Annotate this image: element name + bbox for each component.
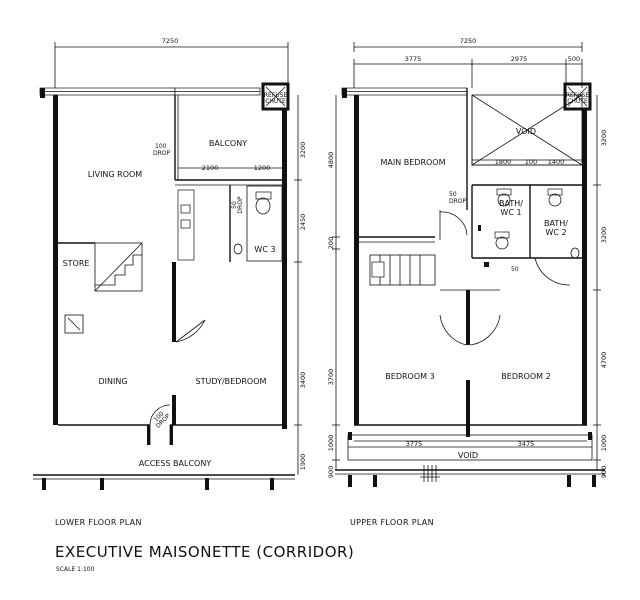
svg-text:3200: 3200: [600, 130, 608, 147]
lower-left-wall: [53, 95, 58, 425]
svg-text:REFUSE: REFUSE: [566, 92, 590, 99]
upper-bath-wc1-label: BATH/: [499, 199, 523, 208]
lower-top-dimension: 7250: [54, 37, 289, 88]
upper-bath-wc2-label: BATH/: [544, 219, 568, 228]
svg-text:4800: 4800: [327, 152, 335, 169]
svg-text:2975: 2975: [511, 55, 528, 63]
upper-top-dimensions: 7250 3775 2975 500: [353, 37, 583, 88]
lower-study-label: STUDY/BEDROOM: [196, 377, 267, 386]
svg-text:REFUSE: REFUSE: [264, 92, 288, 99]
svg-text:200: 200: [327, 237, 335, 249]
svg-text:7250: 7250: [460, 37, 477, 45]
svg-text:2100: 2100: [202, 164, 219, 172]
upper-bedroom3-label: BEDROOM 3: [385, 372, 434, 381]
svg-text:CHUTE: CHUTE: [265, 98, 286, 105]
svg-text:DROP: DROP: [449, 198, 467, 205]
lower-dining-label: DINING: [98, 377, 127, 386]
lower-wc3-box: [246, 185, 283, 262]
upper-left-dimensions: 4800 200 3700 1000 900: [327, 95, 340, 478]
lower-dim-7250: 7250: [162, 37, 179, 45]
svg-text:1900: 1900: [299, 454, 307, 471]
svg-text:3400: 3400: [299, 372, 307, 389]
svg-text:100: 100: [525, 158, 537, 166]
svg-text:3775: 3775: [406, 440, 423, 448]
svg-text:500: 500: [568, 55, 580, 63]
lower-living-room-label: LIVING ROOM: [88, 170, 143, 179]
svg-text:2450: 2450: [299, 214, 307, 231]
lower-access-balcony-label: ACCESS BALCONY: [139, 459, 212, 468]
drawing-title: EXECUTIVE MAISONETTE (CORRIDOR): [55, 543, 354, 561]
upper-refuse-chute: REFUSE CHUTE: [563, 82, 592, 111]
svg-text:100: 100: [155, 143, 167, 150]
upper-floor-caption: UPPER FLOOR PLAN: [350, 518, 434, 527]
svg-text:50: 50: [449, 191, 457, 198]
svg-text:1400: 1400: [548, 158, 565, 166]
upper-void-top-label: VOID: [516, 127, 536, 136]
upper-void-bottom-label: VOID: [458, 451, 478, 460]
lower-right-wall: [282, 109, 287, 429]
svg-text:900: 900: [327, 466, 335, 478]
svg-text:1000: 1000: [327, 435, 335, 452]
svg-text:900: 900: [600, 466, 608, 478]
svg-text:50: 50: [511, 266, 519, 273]
lower-store-label: STORE: [63, 259, 90, 268]
svg-text:1800: 1800: [495, 158, 512, 166]
svg-text:3775: 3775: [405, 55, 422, 63]
svg-text:1200: 1200: [254, 164, 271, 172]
upper-floor-plan: 7250 3775 2975 500 REFUSE CHUTE: [327, 37, 608, 527]
svg-text:WC 2: WC 2: [545, 228, 566, 237]
drawing-scale: SCALE 1:100: [56, 566, 95, 573]
lower-balcony-label: BALCONY: [209, 139, 247, 148]
lower-right-dimensions: 3200 2450 3400 1900: [294, 95, 307, 475]
upper-main-bedroom-label: MAIN BEDROOM: [380, 158, 445, 167]
svg-text:4700: 4700: [600, 352, 608, 369]
lower-floor-caption: LOWER FLOOR PLAN: [55, 518, 142, 527]
svg-text:DROP: DROP: [153, 150, 171, 157]
svg-text:DROP: DROP: [237, 196, 244, 214]
svg-text:WC 1: WC 1: [500, 208, 521, 217]
lower-refuse-chute: REFUSE CHUTE: [261, 82, 290, 111]
lower-wc3-label: WC 3: [254, 245, 275, 254]
svg-text:3200: 3200: [299, 142, 307, 159]
svg-text:50: 50: [231, 201, 238, 209]
svg-text:3200: 3200: [600, 227, 608, 244]
upper-bedroom2-label: BEDROOM 2: [501, 372, 550, 381]
svg-text:1000: 1000: [600, 435, 608, 452]
lower-floor-plan: 7250 REFUSE CHUTE: [33, 37, 307, 527]
svg-text:3700: 3700: [327, 369, 335, 386]
svg-text:CHUTE: CHUTE: [567, 98, 588, 105]
upper-right-dimensions: 3200 3200 4700 1000 900: [593, 95, 608, 478]
svg-text:3475: 3475: [518, 440, 535, 448]
